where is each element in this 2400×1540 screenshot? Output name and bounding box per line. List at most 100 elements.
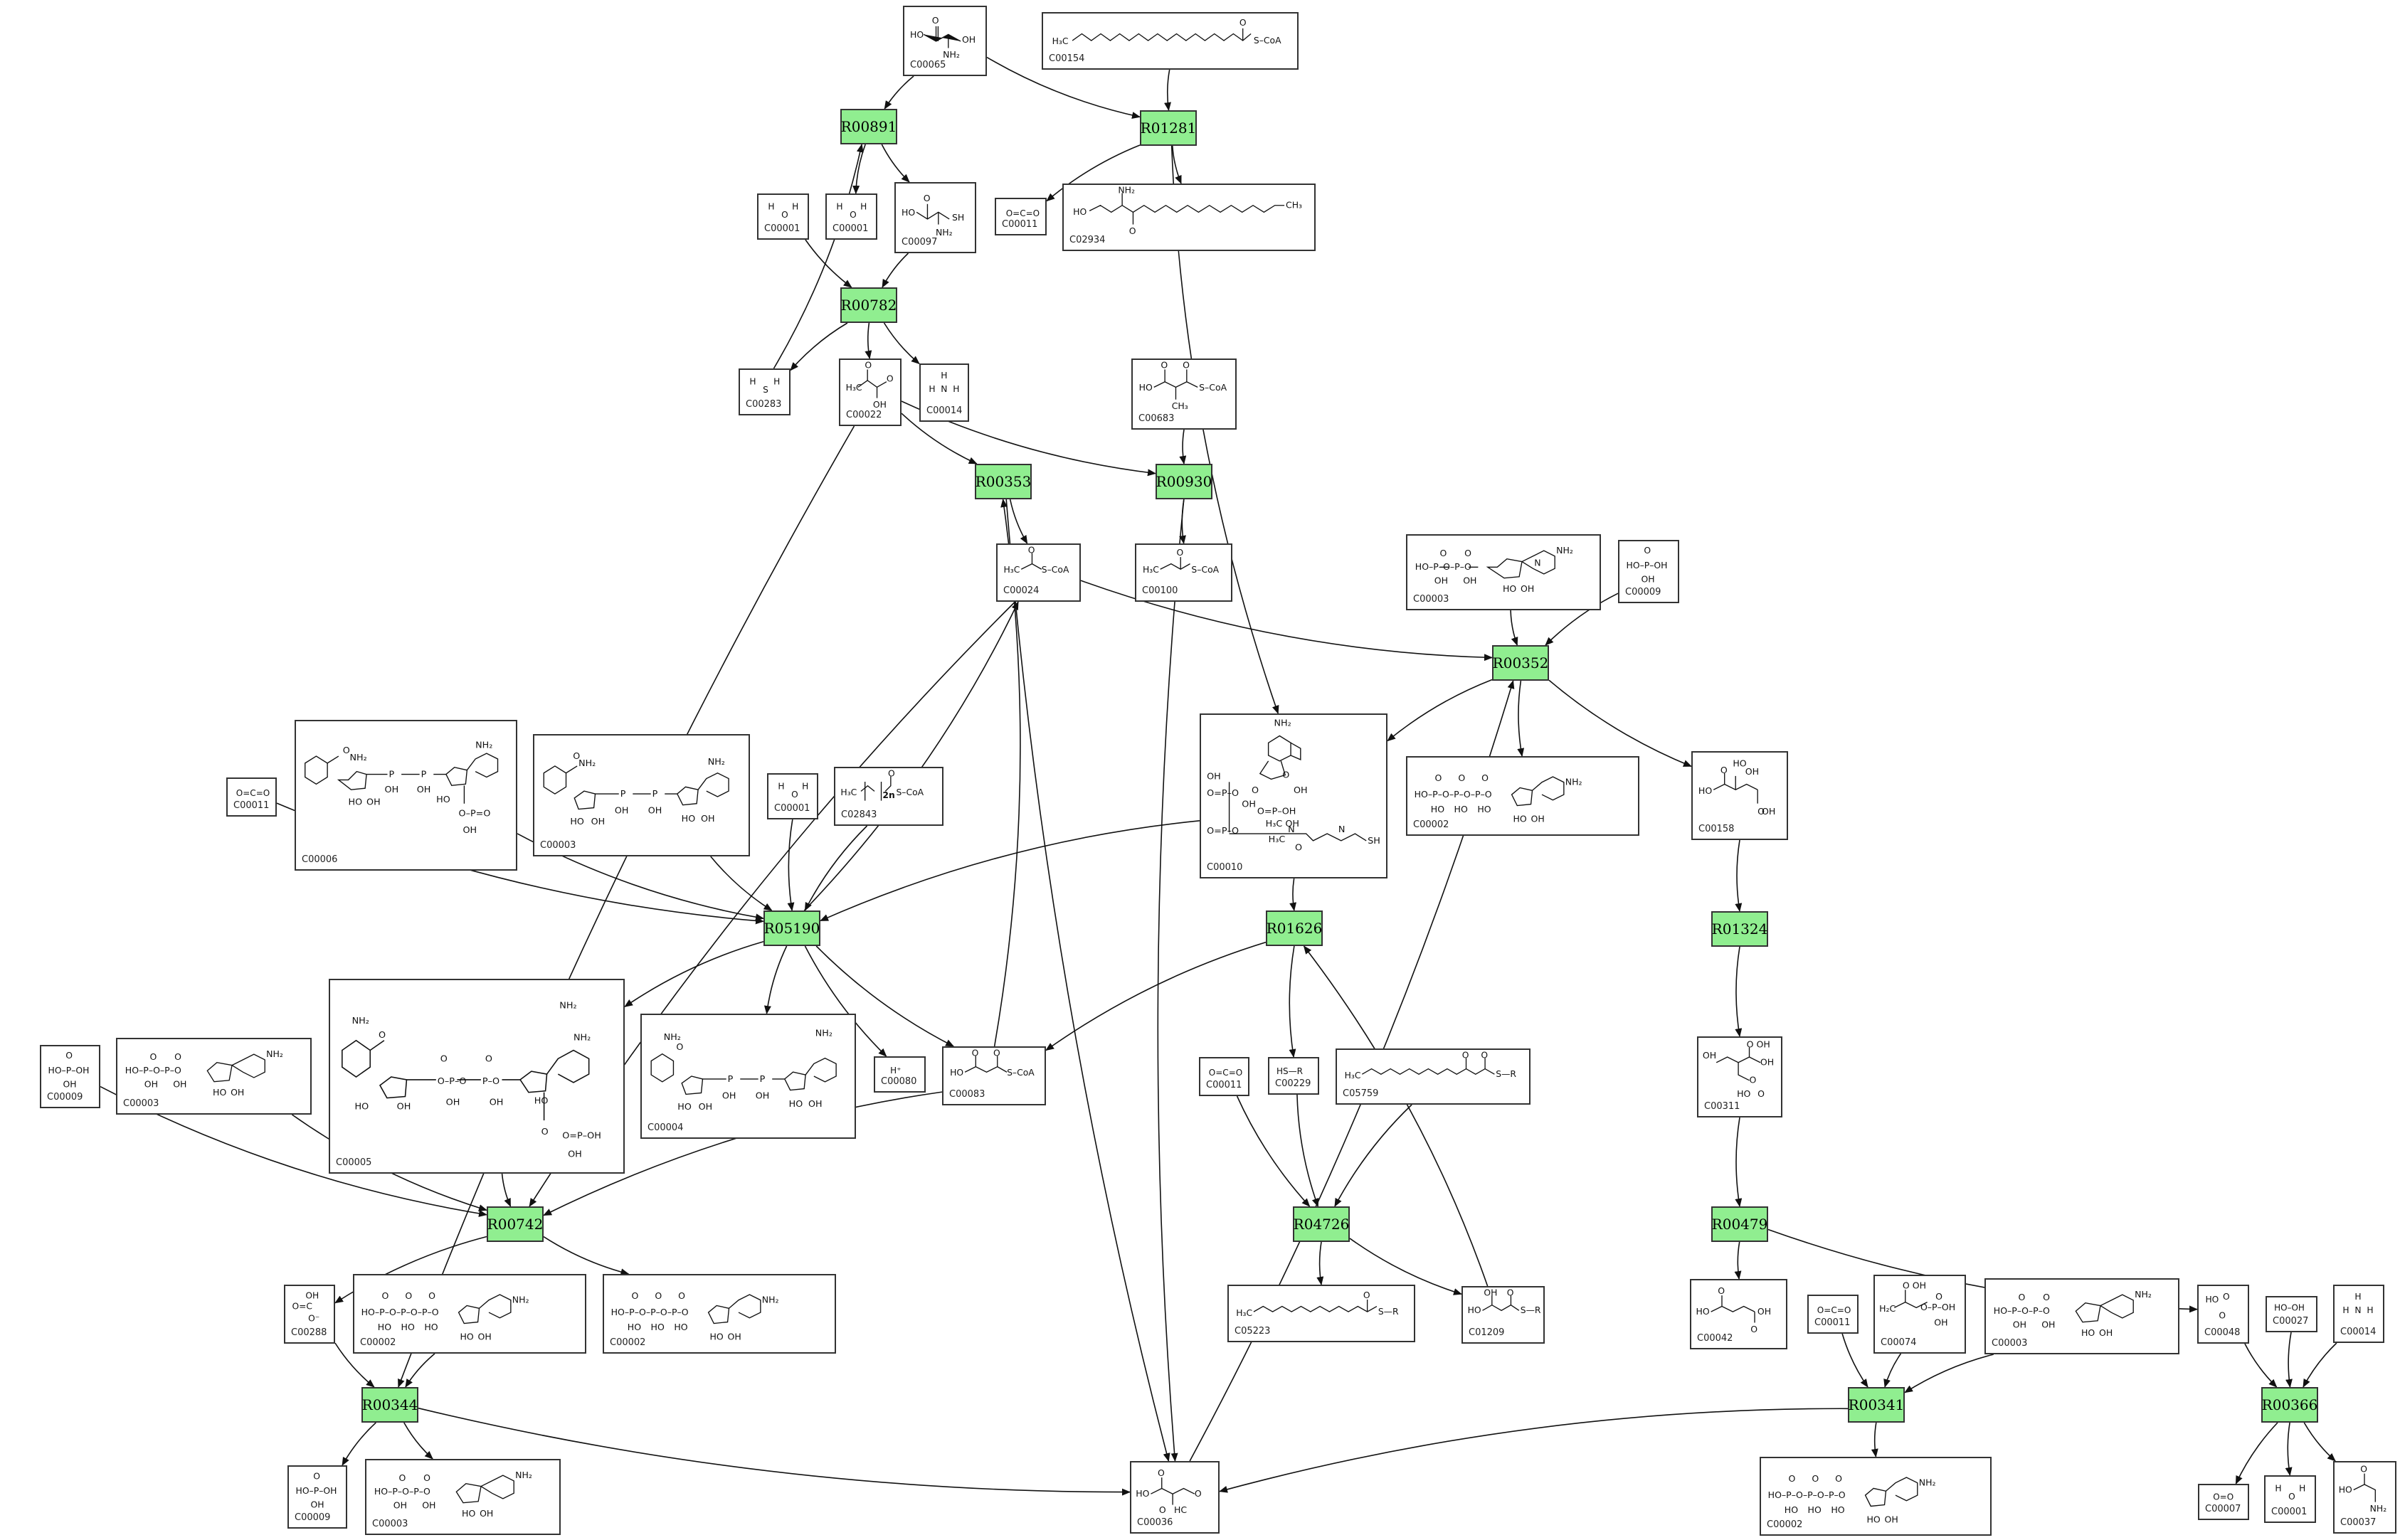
acyl-carrier-protein-structure: HS—R: [1276, 1066, 1303, 1076]
bicarbonate-structure: OHO=CO⁻: [292, 1290, 319, 1323]
svg-text:O: O: [1750, 1324, 1757, 1334]
svg-text:OH: OH: [490, 1097, 504, 1108]
co2-structure: O=C=O: [1006, 208, 1040, 218]
svg-text:P: P: [652, 788, 658, 799]
compound-C00007[interactable]: O=O C00007: [2198, 1484, 2249, 1520]
svg-text:OH: OH: [462, 825, 477, 836]
svg-text:H₃C OH: H₃C OH: [1266, 819, 1299, 829]
svg-text:OH: OH: [1760, 1057, 1774, 1068]
svg-text:O: O: [1129, 225, 1136, 236]
svg-text:HO–P–OH: HO–P–OH: [48, 1066, 90, 1076]
compound-id: C00283: [746, 399, 782, 410]
svg-text:OH: OH: [422, 1499, 435, 1510]
svg-text:HO–P–O–P–O: HO–P–O–P–O: [374, 1486, 430, 1497]
edge-n14-to-R00352: [1510, 610, 1518, 646]
compound-C00011[interactable]: O=C=O C00011: [1807, 1295, 1859, 1334]
edge-R00891-to-n4: [852, 144, 866, 194]
reaction-R00479[interactable]: R00479: [1711, 1206, 1768, 1242]
compound-C00080[interactable]: H⁺ C00080: [874, 1056, 926, 1093]
reaction-R00891[interactable]: R00891: [840, 109, 897, 144]
reaction-R00930[interactable]: R00930: [1156, 464, 1212, 499]
reaction-R00344[interactable]: R00344: [361, 1387, 418, 1423]
reaction-R04726[interactable]: R04726: [1293, 1206, 1350, 1242]
reaction-R01324[interactable]: R01324: [1711, 911, 1768, 947]
compound-id: C05223: [1235, 1326, 1271, 1337]
svg-text:O: O: [379, 1030, 386, 1041]
reaction-R05190[interactable]: R05190: [763, 910, 820, 946]
edge-R04726-to-n38: [1349, 1238, 1462, 1295]
svg-text:P: P: [388, 769, 394, 780]
svg-text:H: H: [2299, 1484, 2305, 1494]
compound-C00011[interactable]: O=C=O C00011: [226, 777, 277, 817]
edge-n35-to-R00344: [405, 1353, 435, 1388]
compound-id: C00065: [910, 60, 946, 70]
reaction-R00352[interactable]: R00352: [1492, 645, 1549, 681]
reaction-R01281[interactable]: R01281: [1140, 110, 1197, 146]
reaction-R00782[interactable]: R00782: [840, 287, 897, 323]
co2-structure: O=C=O: [1817, 1305, 1851, 1315]
reaction-R00341[interactable]: R00341: [1848, 1387, 1905, 1423]
reaction-R00366[interactable]: R00366: [2261, 1387, 2318, 1423]
reaction-R01626[interactable]: R01626: [1266, 910, 1323, 946]
compound-C00011[interactable]: O=C=O C00011: [1199, 1057, 1249, 1096]
reaction-R00353[interactable]: R00353: [975, 464, 1032, 499]
svg-text:OH: OH: [480, 1508, 493, 1519]
svg-text:O: O: [382, 1290, 389, 1301]
compound-C00229[interactable]: HS—R C00229: [1268, 1057, 1319, 1095]
svg-text:CH₃: CH₃: [1286, 200, 1302, 211]
svg-text:H: H: [768, 202, 774, 212]
compound-C00027[interactable]: HO–OH C00027: [2266, 1296, 2317, 1332]
reaction-R00742[interactable]: R00742: [487, 1206, 544, 1242]
svg-text:OH: OH: [1762, 806, 1775, 817]
svg-text:HO: HO: [2339, 1484, 2352, 1494]
svg-text:HO: HO: [677, 1101, 692, 1112]
svg-text:O: O: [2018, 1292, 2025, 1302]
compound-C00011[interactable]: O=C=O C00011: [995, 198, 1047, 235]
svg-text:O: O: [972, 1048, 979, 1058]
